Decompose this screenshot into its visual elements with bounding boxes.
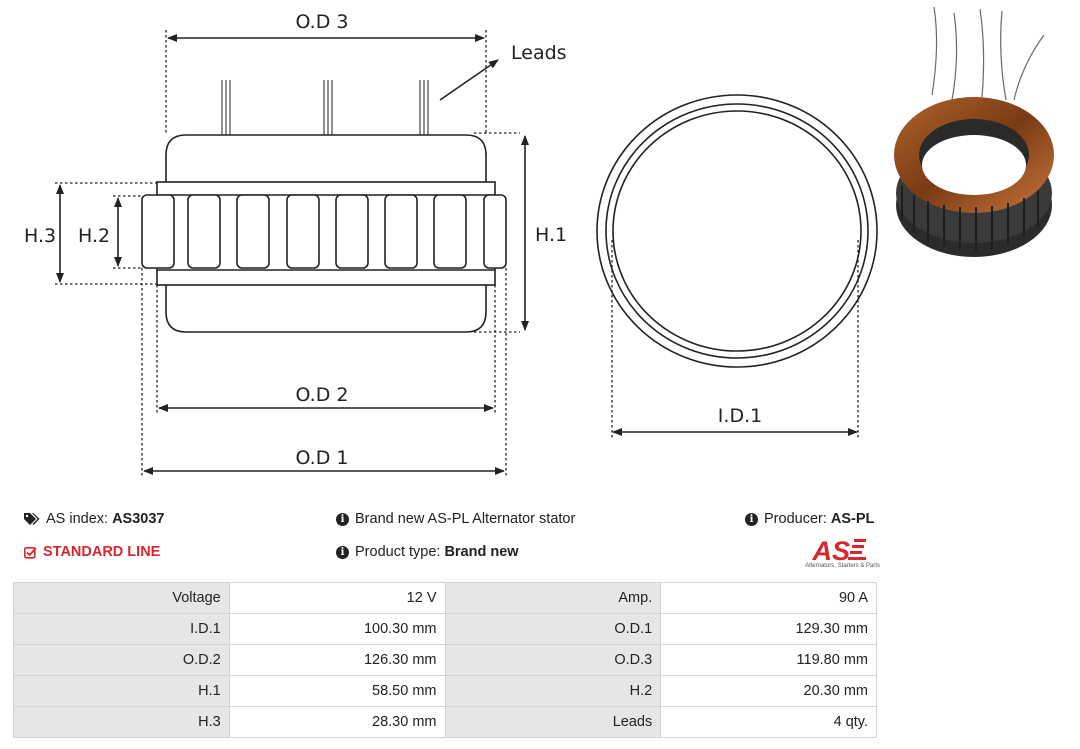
- spec-label: O.D.1: [445, 614, 662, 645]
- table-row: I.D.1 100.30 mm O.D.1 129.30 mm: [13, 614, 877, 645]
- label-od3: O.D 3: [296, 11, 349, 33]
- extension-lines: [55, 30, 859, 478]
- table-row: H.1 58.50 mm H.2 20.30 mm: [13, 676, 877, 707]
- info-icon: i: [745, 512, 758, 526]
- spec-label: O.D.3: [445, 645, 662, 676]
- standard-line-badge: STANDARD LINE: [24, 544, 160, 560]
- spec-label: Amp.: [445, 582, 662, 614]
- producer-value: AS-PL: [830, 511, 875, 527]
- lead-wires: [221, 80, 429, 135]
- logo-tagline: Alternators, Starters & Parts: [805, 563, 880, 569]
- product-type-value: Brand new: [444, 544, 519, 560]
- specs-table: Voltage 12 V Amp. 90 A I.D.1 100.30 mm O…: [13, 582, 877, 738]
- as-index-label: AS index:: [46, 511, 109, 527]
- producer-label: Producer:: [764, 511, 827, 527]
- logo-letters: AS: [811, 536, 850, 566]
- spec-label: H.3: [13, 707, 230, 738]
- product-type: i Product type: Brand new: [336, 544, 519, 560]
- spec-value: 58.50 mm: [229, 676, 446, 707]
- info-icon: i: [336, 512, 349, 526]
- label-id1: I.D.1: [718, 405, 762, 427]
- standard-line-text: STANDARD LINE: [43, 544, 161, 560]
- spec-value: 126.30 mm: [229, 645, 446, 676]
- stator-side-view: [141, 80, 507, 333]
- label-h2: H.2: [78, 225, 110, 247]
- product-description: i Brand new AS-PL Alternator stator: [336, 511, 575, 527]
- tags-icon: [24, 513, 40, 525]
- spec-label: H.2: [445, 676, 662, 707]
- stator-top-view: [596, 94, 878, 368]
- table-row: H.3 28.30 mm Leads 4 qty.: [13, 707, 877, 738]
- spec-value: 90 A: [661, 582, 877, 614]
- label-od1: O.D 1: [296, 447, 349, 469]
- label-od2: O.D 2: [296, 384, 349, 406]
- check-square-icon: [24, 546, 37, 559]
- table-row: Voltage 12 V Amp. 90 A: [13, 582, 877, 614]
- technical-drawing: O.D 3 Leads H.3 H.2 H.1 O.D 2 O.D 1 I.D.…: [24, 11, 878, 478]
- dimension-arrows: [56, 34, 858, 475]
- description-text: Brand new AS-PL Alternator stator: [355, 511, 576, 527]
- label-leads: Leads: [511, 42, 567, 64]
- producer: i Producer: AS-PL: [745, 511, 874, 527]
- spec-value: 100.30 mm: [229, 614, 446, 645]
- info-icon: i: [336, 545, 349, 559]
- spec-label: H.1: [13, 676, 230, 707]
- spec-value: 28.30 mm: [229, 707, 446, 738]
- table-row: O.D.2 126.30 mm O.D.3 119.80 mm: [13, 645, 877, 676]
- product-type-label: Product type:: [355, 544, 441, 560]
- as-index: AS index: AS3037: [24, 511, 164, 527]
- spec-value: 129.30 mm: [661, 614, 877, 645]
- stator-photo: [894, 6, 1054, 257]
- spec-label: O.D.2: [13, 645, 230, 676]
- label-h1: H.1: [535, 224, 567, 246]
- label-h3: H.3: [24, 225, 56, 247]
- spec-label: I.D.1: [13, 614, 230, 645]
- spec-value: 119.80 mm: [661, 645, 877, 676]
- spec-value: 4 qty.: [661, 707, 877, 738]
- as-pl-logo: AS: [811, 536, 866, 566]
- spec-label: Leads: [445, 707, 662, 738]
- spec-value: 12 V: [229, 582, 446, 614]
- spec-value: 20.30 mm: [661, 676, 877, 707]
- spec-label: Voltage: [13, 582, 230, 614]
- as-index-value: AS3037: [112, 511, 165, 527]
